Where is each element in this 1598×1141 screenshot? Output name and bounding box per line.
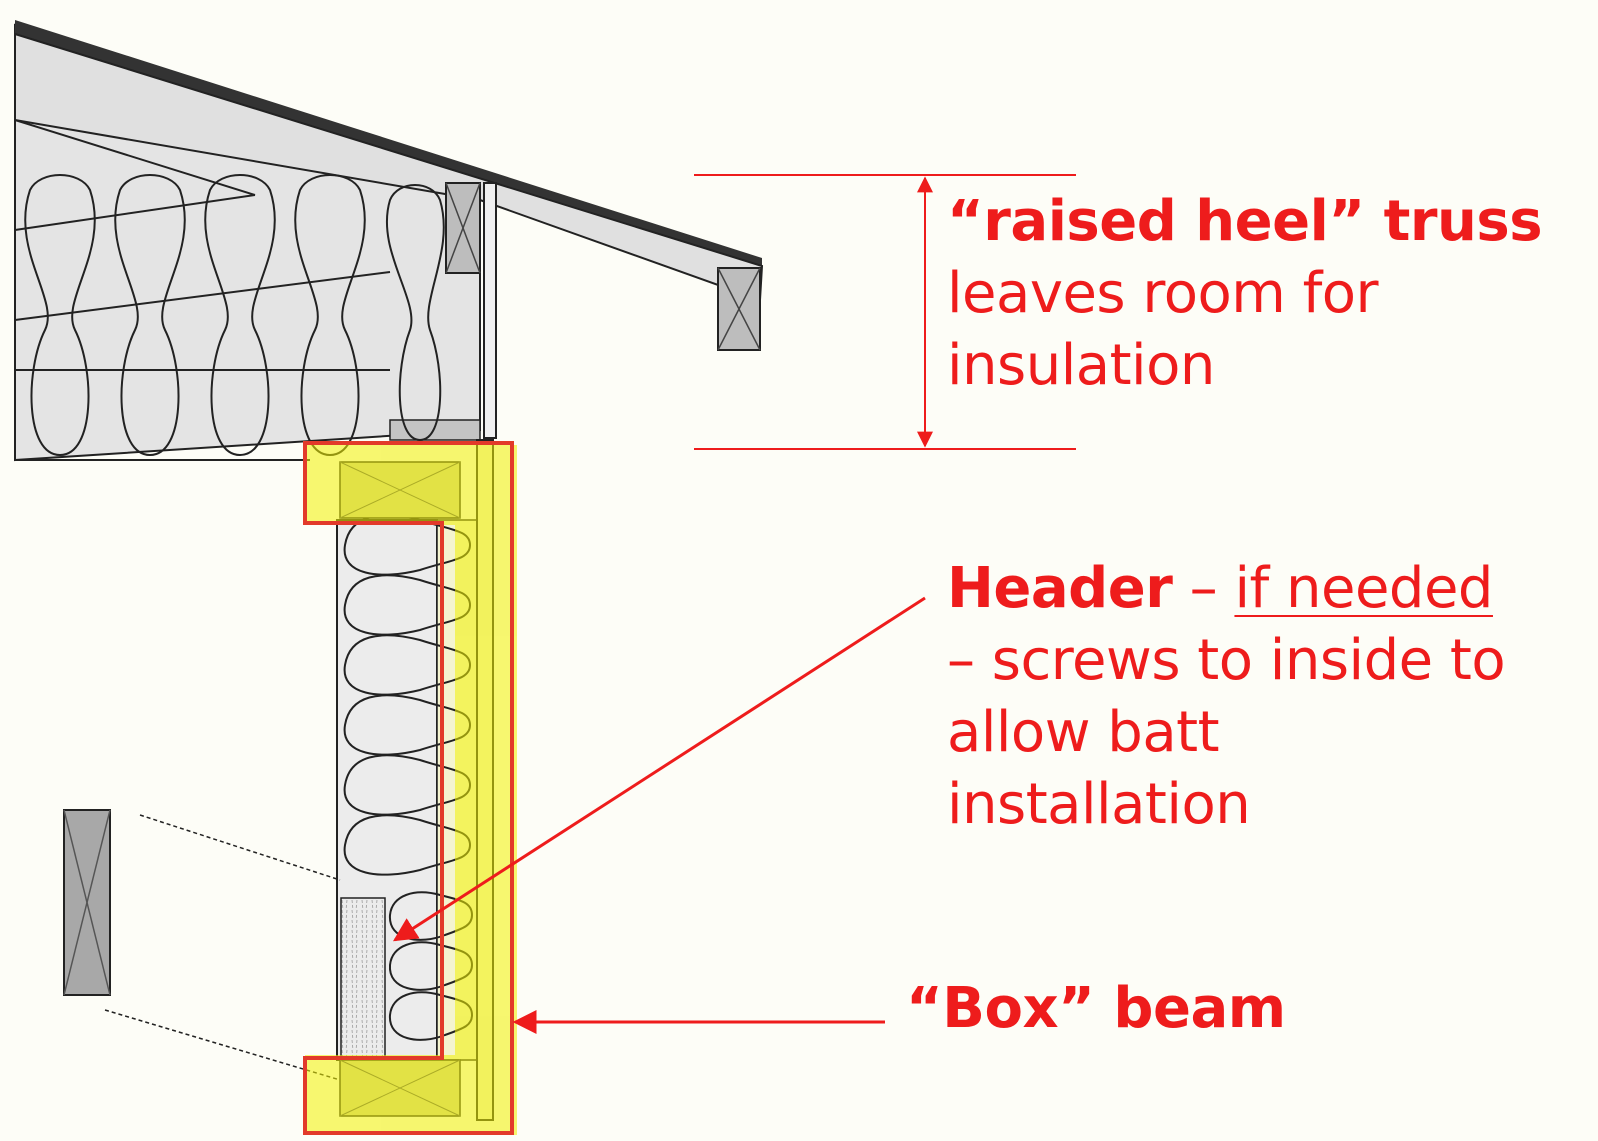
fascia-block bbox=[717, 267, 761, 351]
header-arrow bbox=[392, 596, 926, 942]
header-line3: allow batt bbox=[947, 700, 1220, 765]
header-title: Header bbox=[947, 556, 1173, 621]
box-beam-outline bbox=[303, 441, 514, 1135]
header-line2: – screws to inside to bbox=[947, 628, 1506, 693]
attic-insulation-loops bbox=[24, 174, 445, 457]
header-label: Header – if needed – screws to inside to… bbox=[947, 553, 1506, 841]
heel-dimension bbox=[694, 174, 1076, 450]
box-beam-label: “Box” beam bbox=[906, 973, 1286, 1045]
header-member bbox=[63, 809, 341, 1081]
roof-top-chord bbox=[14, 20, 764, 321]
raised-heel-title: “raised heel” truss bbox=[947, 189, 1543, 254]
box-beam-title: “Box” beam bbox=[906, 976, 1286, 1041]
raised-heel-line3: insulation bbox=[947, 333, 1215, 398]
header-line4: installation bbox=[947, 772, 1251, 837]
raised-heel-line2: leaves room for bbox=[947, 261, 1379, 326]
header-dash: – bbox=[1172, 556, 1235, 621]
heel-framing bbox=[389, 182, 497, 441]
header-if-needed: if needed bbox=[1234, 556, 1493, 621]
raised-heel-label: “raised heel” truss leaves room for insu… bbox=[947, 186, 1543, 402]
box-beam-highlight bbox=[305, 445, 517, 1135]
